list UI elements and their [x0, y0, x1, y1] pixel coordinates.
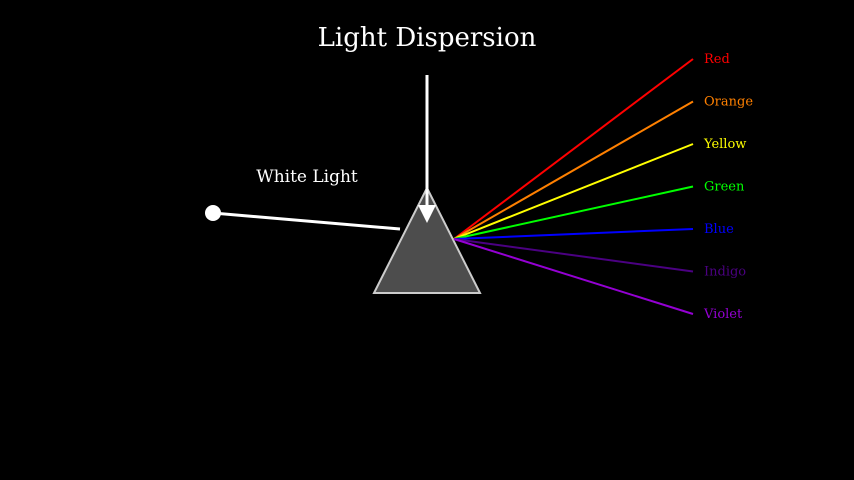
ray-blue: [453, 228, 694, 240]
light-source-dot: [205, 205, 221, 221]
ray-red: [453, 58, 694, 240]
arrow-down-icon: [418, 205, 436, 223]
ray-label-green: Green: [704, 180, 745, 195]
prism: [372, 185, 482, 294]
ray-label-orange: Orange: [704, 95, 753, 110]
ray-label-yellow: Yellow: [703, 137, 746, 152]
ray-label-violet: Violet: [703, 307, 743, 322]
ray-label-blue: Blue: [704, 222, 734, 237]
ray-label-indigo: Indigo: [704, 265, 746, 280]
ray-yellow: [453, 143, 694, 240]
diagram-title: Light Dispersion: [318, 23, 537, 53]
ray-orange: [453, 100, 694, 240]
ray-violet: [453, 238, 694, 315]
ray-label-red: Red: [704, 52, 730, 67]
ray-indigo: [453, 238, 694, 273]
white-light-label: White Light: [256, 167, 358, 187]
white-light-beam: [212, 211, 401, 231]
ray-green: [453, 185, 694, 240]
